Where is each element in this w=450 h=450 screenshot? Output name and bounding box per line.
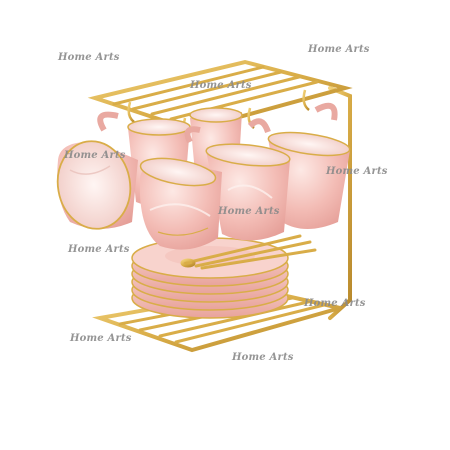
gold-spoons	[180, 234, 317, 270]
watermark-text: Home Arts	[190, 80, 252, 91]
watermark-text: Home Arts	[58, 52, 120, 63]
watermark-text: Home Arts	[218, 206, 280, 217]
watermark-text: Home Arts	[64, 150, 126, 161]
cup-front-left	[56, 111, 139, 230]
watermark-text: Home Arts	[68, 244, 130, 255]
watermark-text: Home Arts	[232, 352, 294, 363]
cup-middle-right	[205, 118, 291, 241]
saucer-stack	[131, 237, 289, 319]
watermark-text: Home Arts	[326, 166, 388, 177]
watermark-text: Home Arts	[308, 44, 370, 55]
watermark-text: Home Arts	[70, 333, 132, 344]
cup-front-center	[139, 126, 222, 250]
watermark-text: Home Arts	[304, 298, 366, 309]
